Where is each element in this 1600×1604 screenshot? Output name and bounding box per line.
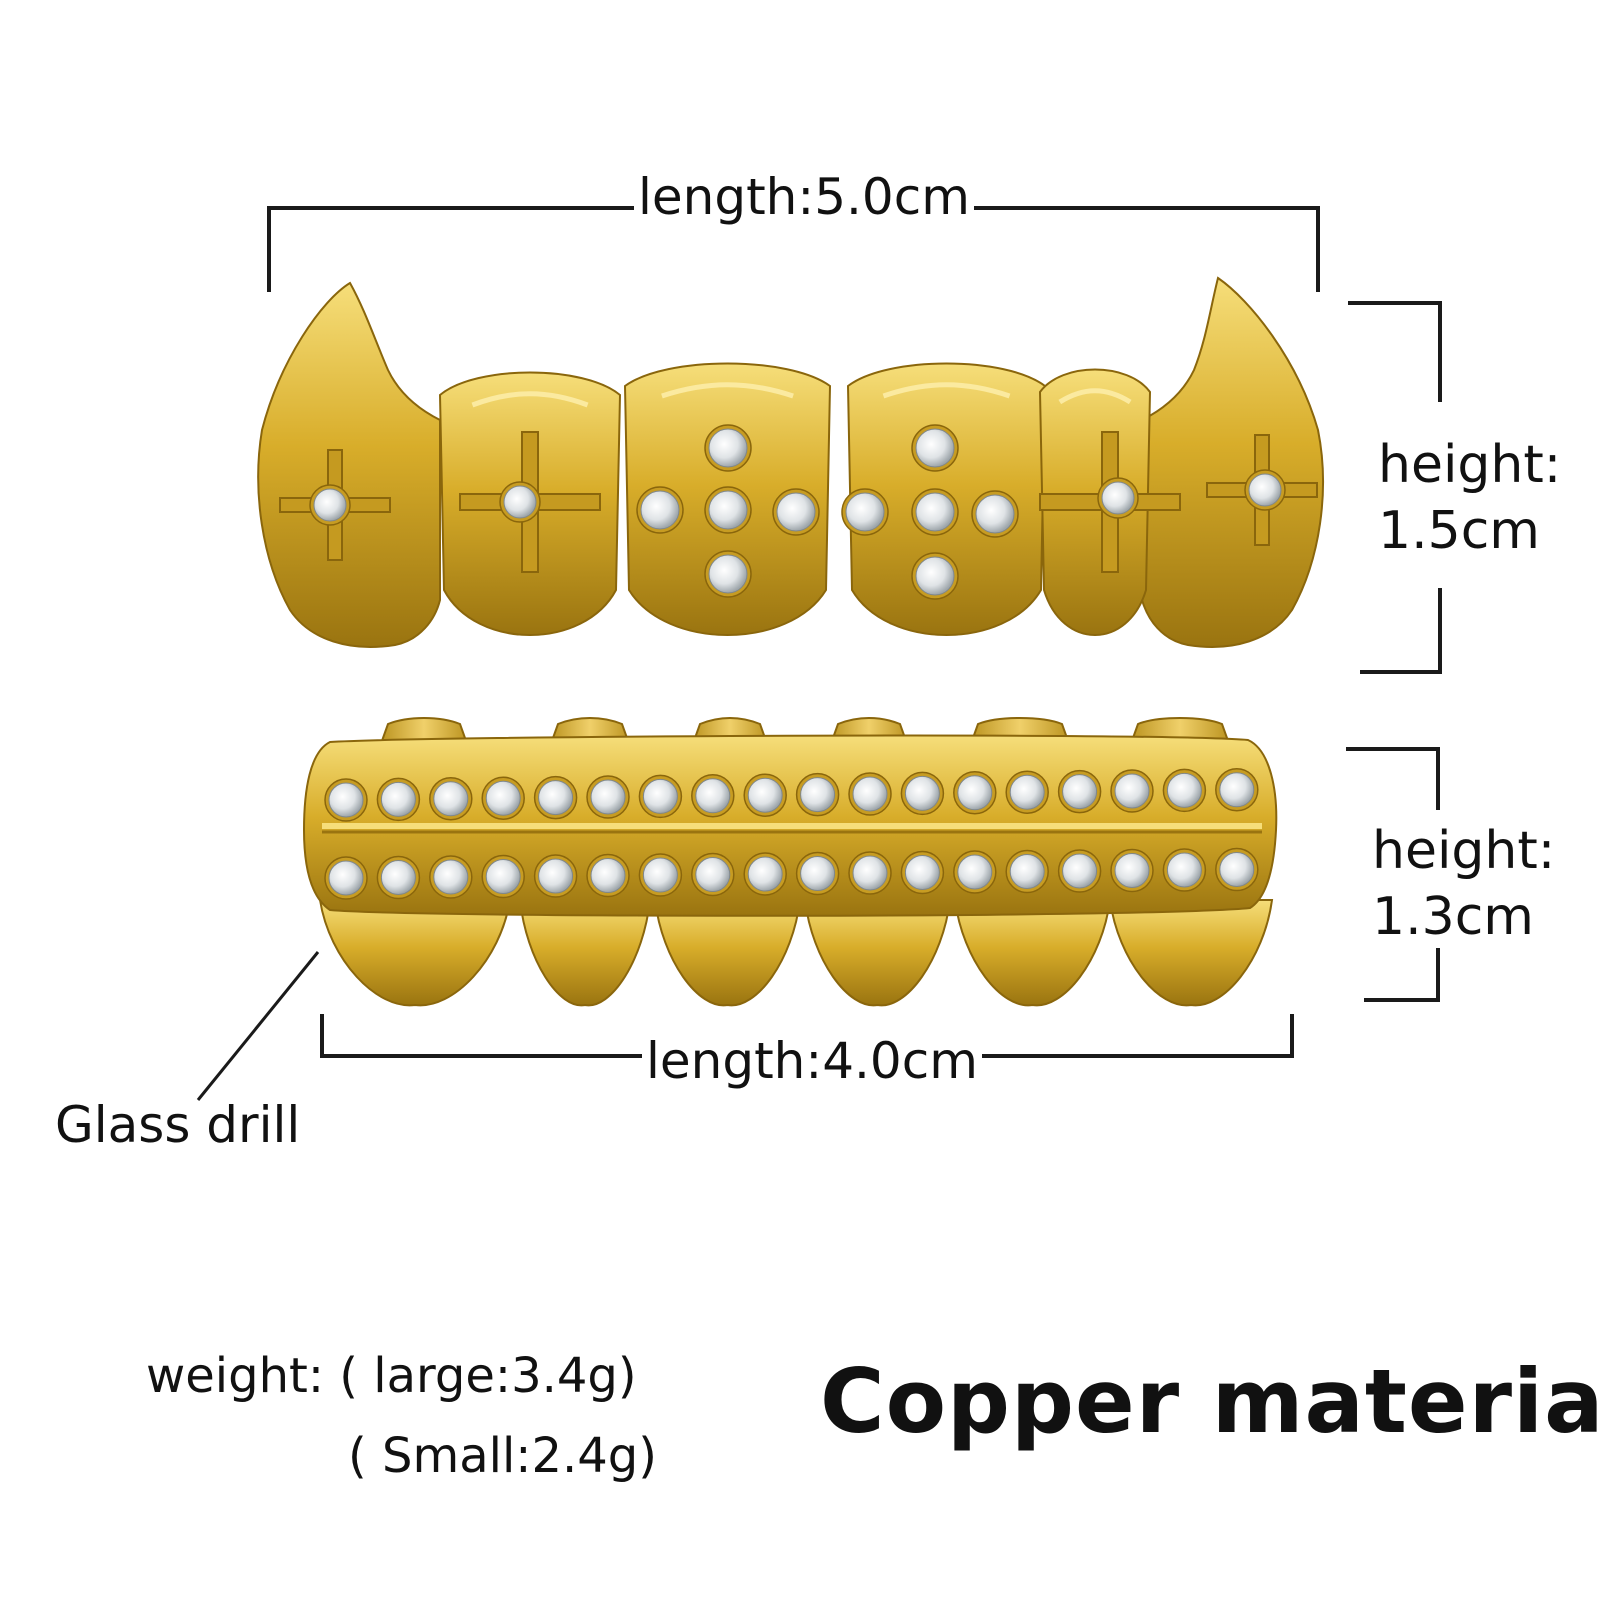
bottom-length-label: length:4.0cm: [642, 1032, 982, 1090]
gem: [380, 781, 416, 817]
weight-small-label: ( Small:2.4g): [348, 1428, 657, 1484]
gem: [328, 860, 364, 896]
gem: [708, 554, 748, 594]
gem: [1166, 852, 1202, 888]
gem: [433, 859, 469, 895]
top-height-label: height: 1.5cm: [1378, 432, 1561, 564]
gem: [1062, 853, 1098, 889]
bottom-height-bracket: [1346, 747, 1440, 1002]
gem: [695, 778, 731, 814]
gem: [915, 428, 955, 468]
bottom-tooth: [518, 899, 652, 1007]
top-height-bracket: [1348, 301, 1442, 674]
gem: [915, 492, 955, 532]
top-height-value: 1.5cm: [1378, 501, 1540, 561]
bottom-grill: [302, 717, 1278, 1007]
gem: [538, 780, 574, 816]
gem: [800, 777, 836, 813]
gem: [1219, 852, 1255, 887]
weight-large-label: weight: ( large:3.4g): [146, 1348, 637, 1404]
bottom-tooth: [318, 899, 512, 1007]
gem: [503, 485, 537, 519]
gem: [1114, 853, 1150, 888]
gem: [845, 492, 885, 532]
gem: [747, 856, 783, 892]
top-gems: [309, 424, 1286, 600]
gem: [708, 490, 748, 530]
gem: [1009, 774, 1045, 810]
gem: [776, 492, 816, 532]
gem: [590, 779, 626, 815]
top-tooth-highlight: [1058, 388, 1132, 405]
bottom-gems: [324, 768, 1259, 900]
gem: [1219, 772, 1255, 808]
gem: [313, 488, 347, 522]
bottom-height-label: height: 1.3cm: [1372, 818, 1555, 950]
gem: [695, 857, 731, 892]
top-length-label: length:5.0cm: [634, 168, 974, 226]
gem: [538, 858, 574, 894]
top-height-title: height:: [1378, 435, 1562, 495]
gem: [800, 856, 836, 891]
bottom-tooth: [953, 899, 1112, 1007]
gem: [1114, 773, 1150, 809]
glass-drill-label: Glass drill: [55, 1096, 301, 1154]
gem: [1166, 772, 1202, 808]
top-left-fang: [257, 281, 441, 648]
gem: [975, 494, 1015, 534]
top-tooth-highlight: [661, 382, 794, 399]
glass-drill-leader: [196, 951, 320, 1101]
gem: [747, 777, 783, 813]
gem: [640, 490, 680, 530]
gem: [328, 782, 364, 818]
material-label: Copper material: [820, 1350, 1600, 1453]
gem: [852, 776, 888, 812]
gem: [904, 855, 940, 890]
gem: [1248, 473, 1282, 507]
bottom-tooth: [803, 899, 952, 1007]
bottom-tooth: [653, 899, 802, 1007]
gem: [957, 854, 993, 890]
top-grill: [257, 276, 1324, 648]
gem: [433, 781, 469, 817]
gem: [642, 857, 678, 893]
top-tooth-highlight: [882, 382, 1011, 399]
gem: [485, 859, 521, 894]
bottom-tooth: [1108, 899, 1274, 1007]
gem: [485, 780, 521, 816]
gem: [380, 860, 416, 895]
top-right-fang: [1141, 276, 1324, 648]
bottom-teeth: [318, 899, 1274, 1007]
gem: [708, 428, 748, 468]
gem: [642, 778, 678, 814]
gem: [1009, 854, 1045, 889]
bottom-height-value: 1.3cm: [1372, 887, 1534, 947]
gem: [915, 556, 955, 596]
gem: [904, 775, 940, 811]
gem: [1062, 774, 1098, 810]
bottom-height-title: height:: [1372, 821, 1556, 881]
gem: [957, 775, 993, 811]
gem: [852, 855, 888, 891]
top-tooth-highlight: [471, 391, 589, 408]
gem: [1101, 481, 1135, 515]
gem: [590, 858, 626, 893]
